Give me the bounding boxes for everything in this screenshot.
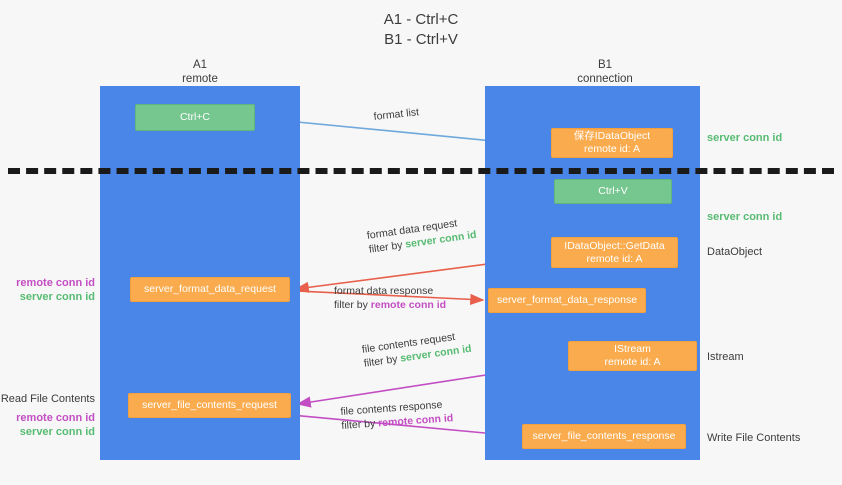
box-getdata-label: IDataObject::GetData — [564, 239, 665, 252]
column-header-b1-sub: connection — [577, 73, 633, 85]
box-idataobject[interactable]: 保存IDataObject remote id: A — [551, 128, 673, 158]
box-ctrl-c[interactable]: Ctrl+C — [135, 104, 255, 131]
box-server-format-data-response-label: server_format_data_response — [496, 294, 638, 306]
edge-label-format-data-response-line2: filter by remote conn id — [334, 298, 446, 312]
box-server-format-data-request-label: server_format_data_request — [144, 283, 276, 295]
label-remote-conn-id-file: remote conn id — [16, 412, 95, 424]
title-line-1: A1 - Ctrl+C — [383, 11, 459, 28]
edge-label-file-contents-response-filter-prefix: filter by — [341, 417, 379, 432]
box-ctrl-v[interactable]: Ctrl+V — [554, 179, 672, 204]
page-title: A1 - Ctrl+C B1 - Ctrl+V — [0, 10, 842, 50]
label-read-file-contents: Read File Contents — [0, 393, 95, 405]
dashed-divider — [8, 168, 834, 174]
edge-label-format-data-response-filter-id: remote conn id — [370, 299, 447, 311]
edge-label-format-data-response: format data response filter by remote co… — [334, 284, 446, 312]
label-server-conn-id-file: server conn id — [19, 426, 95, 438]
box-ctrl-c-label: Ctrl+C — [179, 111, 211, 123]
label-conn-ids-file: remote conn id server conn id — [0, 411, 95, 439]
label-write-file-contents: Write File Contents — [707, 432, 801, 444]
box-istream-remote-id: remote id: A — [604, 356, 661, 368]
label-istream: Istream — [707, 351, 744, 363]
box-server-format-data-response[interactable]: server_format_data_response — [488, 288, 646, 313]
label-conn-ids-format: remote conn id server conn id — [0, 276, 95, 304]
label-server-conn-id-second: server conn id — [707, 211, 783, 223]
column-header-b1: B1 connection — [525, 58, 685, 86]
label-remote-conn-id-format: remote conn id — [16, 277, 95, 289]
box-ctrl-v-label: Ctrl+V — [598, 185, 628, 197]
box-istream-label: IStream — [614, 343, 651, 355]
box-idataobject-label: 保存IDataObject — [573, 130, 651, 142]
label-dataobject: DataObject — [707, 246, 763, 258]
title-line-2: B1 - Ctrl+V — [384, 31, 458, 48]
box-server-format-data-request[interactable]: server_format_data_request — [130, 277, 290, 302]
column-header-b1-name: B1 — [597, 59, 613, 71]
box-idataobject-remote-id: remote id: A — [583, 143, 641, 155]
box-getdata-remote-id: remote id: A — [586, 252, 643, 265]
box-idataobject-getdata[interactable]: IDataObject::GetData remote id: A — [551, 237, 678, 268]
column-header-a1: A1 remote — [120, 58, 280, 86]
edge-label-format-data-response-filter-prefix: filter by — [334, 299, 371, 311]
box-server-file-contents-response-label: server_file_contents_response — [532, 430, 676, 442]
box-server-file-contents-request[interactable]: server_file_contents_request — [128, 393, 291, 418]
column-header-a1-name: A1 — [192, 59, 208, 71]
box-server-file-contents-response[interactable]: server_file_contents_response — [522, 424, 686, 449]
label-server-conn-id-format: server conn id — [19, 291, 95, 303]
edge-label-format-data-response-line1: format data response — [334, 285, 434, 297]
label-server-conn-id-top: server conn id — [707, 132, 783, 144]
column-header-a1-sub: remote — [182, 73, 218, 85]
box-server-file-contents-request-label: server_file_contents_request — [142, 399, 277, 411]
box-istream[interactable]: IStream remote id: A — [568, 341, 697, 371]
